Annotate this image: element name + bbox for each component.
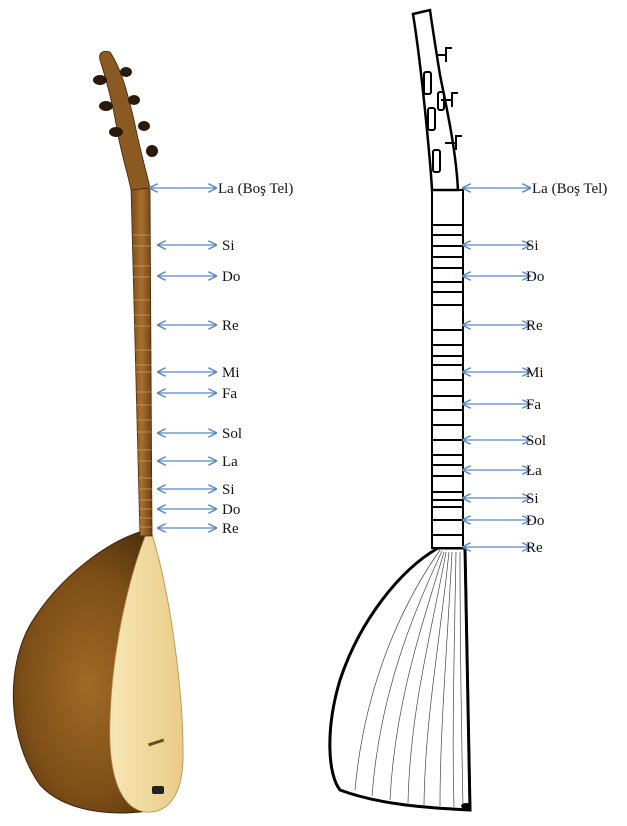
right-note-label: Sol [526, 433, 546, 449]
right-note-label: Mi [526, 365, 544, 381]
left-note-label: La (Boş Tel) [218, 181, 293, 197]
drawing-bowl-outline [330, 548, 470, 810]
line-drawing-baglama [330, 10, 471, 810]
right-note-label: Si [526, 491, 539, 507]
left-note-label: Re [222, 521, 239, 537]
left-note-label: Re [222, 318, 239, 334]
left-note-label: Fa [222, 386, 237, 402]
baglama-neck [131, 188, 152, 536]
right-note-label: La (Boş Tel) [532, 181, 607, 197]
drawing-neck [432, 190, 463, 548]
left-note-label: La [222, 454, 238, 470]
right-note-label: La [526, 463, 542, 479]
right-note-label: Do [526, 513, 544, 529]
left-note-label: Mi [222, 365, 240, 381]
photo-baglama [13, 51, 183, 813]
right-note-label: Re [526, 540, 543, 556]
left-note-label: Si [222, 238, 235, 254]
right-note-label: Re [526, 318, 543, 334]
baglama-tailpiece [152, 786, 164, 794]
left-note-label: Sol [222, 426, 242, 442]
left-note-label: Do [222, 502, 240, 518]
left-note-label: Si [222, 482, 235, 498]
right-note-label: Fa [526, 397, 541, 413]
left-note-label: Do [222, 269, 240, 285]
right-note-label: Do [526, 269, 544, 285]
right-note-label: Si [526, 238, 539, 254]
